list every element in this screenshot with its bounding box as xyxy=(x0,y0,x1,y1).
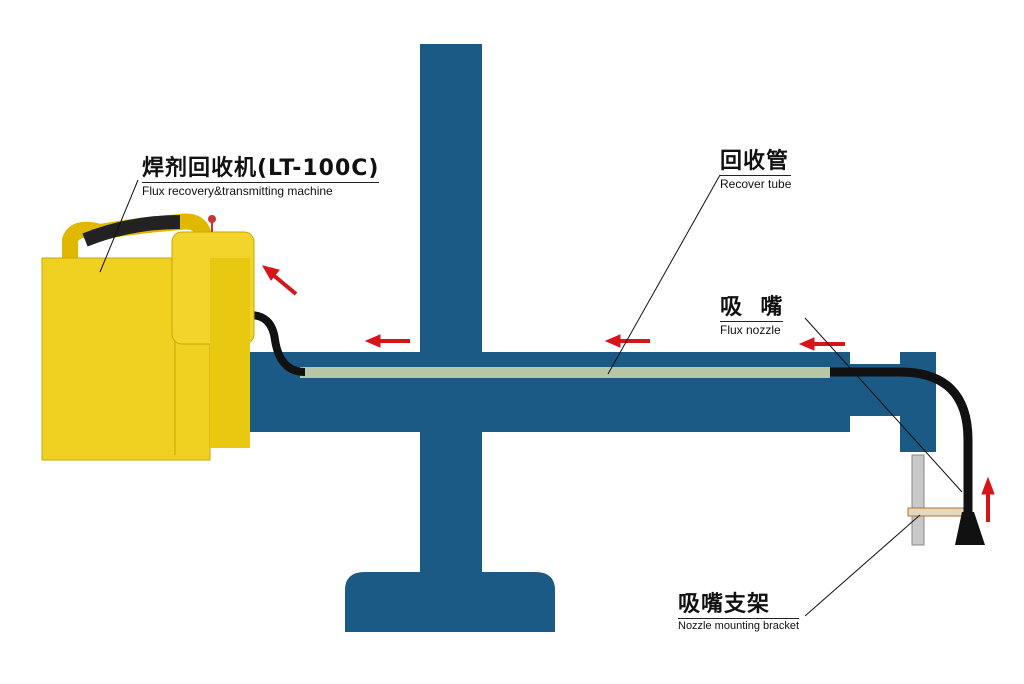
leader-tube xyxy=(607,174,721,375)
hose-left xyxy=(249,311,306,376)
machine-knob xyxy=(208,215,216,223)
label-nozzle-zh: 吸 嘴 xyxy=(720,295,784,320)
label-machine-en: Flux recovery&transmitting machine xyxy=(142,182,380,198)
label-tube-en: Recover tube xyxy=(720,175,792,191)
leader-machine xyxy=(99,179,139,273)
column-base xyxy=(345,572,555,632)
arrow-left-1 xyxy=(364,334,410,348)
boom-end-plate xyxy=(900,352,936,452)
machine-tank-side xyxy=(210,258,250,448)
column xyxy=(420,44,482,574)
boom-beam xyxy=(215,352,850,432)
label-bracket-zh: 吸嘴支架 xyxy=(678,592,771,617)
nozzle-bracket-rod xyxy=(911,454,925,546)
label-bracket-en: Nozzle mounting bracket xyxy=(678,618,800,632)
hose-right xyxy=(830,367,973,512)
hose-top-black xyxy=(82,215,181,247)
label-bracket: 吸嘴支架 Nozzle mounting bracket xyxy=(678,586,800,632)
flux-nozzle xyxy=(955,512,985,545)
arrow-left-3 xyxy=(798,337,845,351)
leader-bracket xyxy=(804,514,921,617)
recover-tube xyxy=(300,367,830,378)
label-machine: 焊剂回收机(LT-100C) Flux recovery&transmittin… xyxy=(142,150,380,198)
arrow-up-left xyxy=(261,265,298,296)
label-nozzle: 吸 嘴 Flux nozzle xyxy=(720,289,784,337)
label-tube: 回收管 Recover tube xyxy=(720,143,792,191)
arrow-up xyxy=(981,476,995,522)
nozzle-bracket-clamp xyxy=(907,507,967,517)
leader-nozzle xyxy=(804,317,963,493)
label-tube-zh: 回收管 xyxy=(720,149,790,174)
label-machine-zh: 焊剂回收机(LT-100C) xyxy=(142,156,380,181)
arrow-left-2 xyxy=(604,334,650,348)
label-nozzle-en: Flux nozzle xyxy=(720,321,784,337)
